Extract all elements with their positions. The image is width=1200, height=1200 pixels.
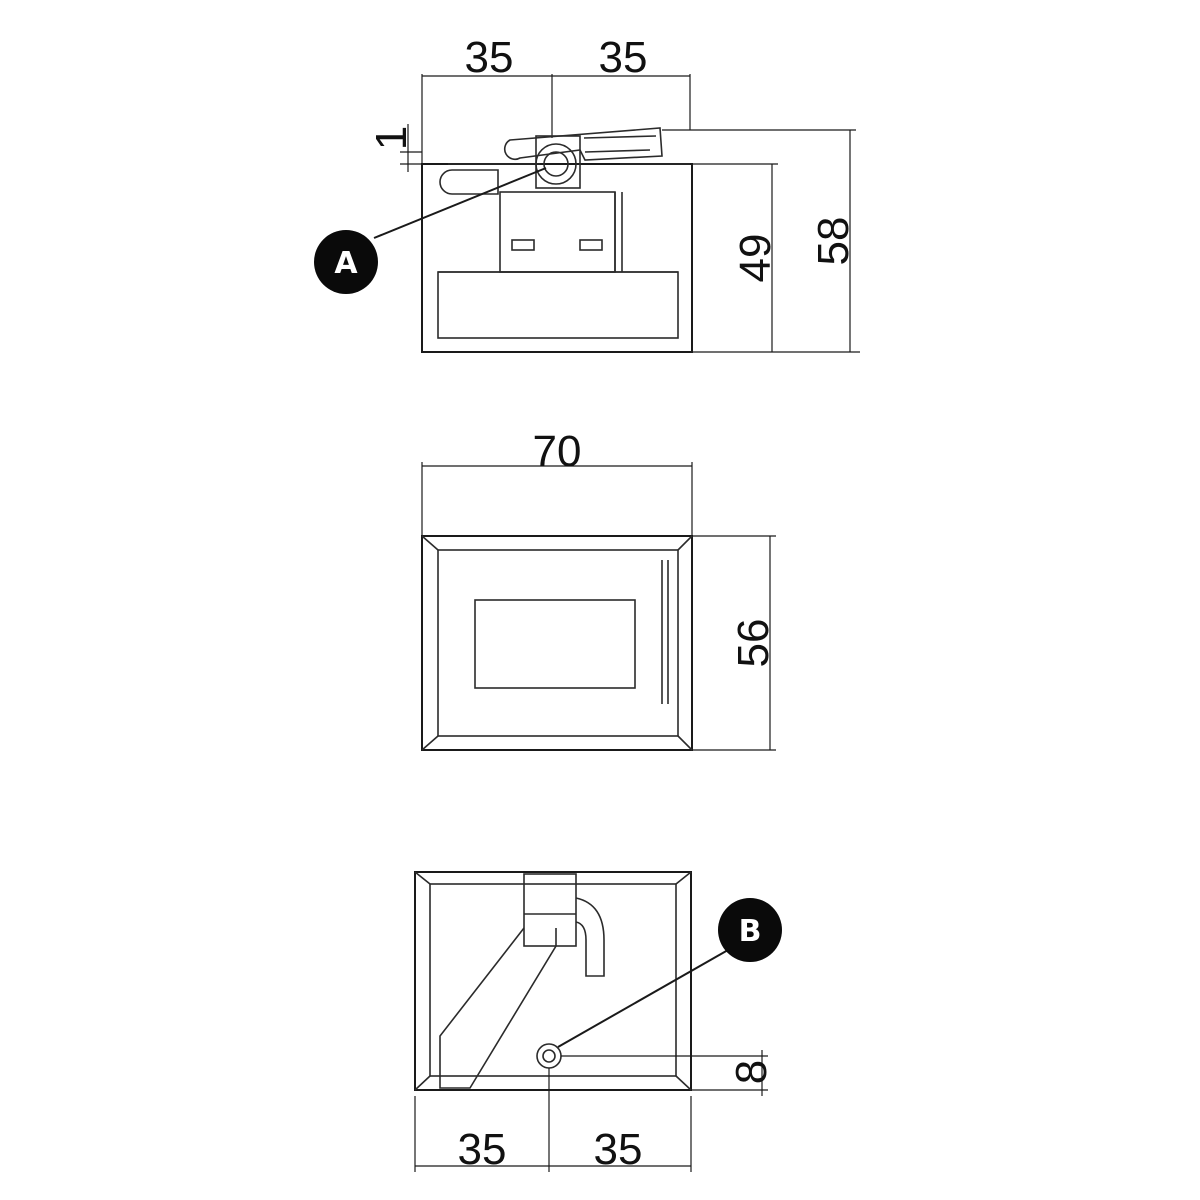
dim-total-height-58: 58 <box>809 217 858 266</box>
dim-body-height-49: 49 <box>731 234 780 283</box>
bottom-view: 8 35 35 B <box>414 871 782 1174</box>
connector-block <box>499 191 616 273</box>
lever-adapter <box>503 127 663 161</box>
bottom-view-body <box>414 871 692 1091</box>
mounting-hole-b <box>536 1043 562 1069</box>
dim-bottom-left: 35 <box>458 1125 507 1174</box>
front-view-body <box>421 535 693 751</box>
arm-diagonal <box>439 927 557 1089</box>
top-view: 35 35 1 49 58 <box>314 33 860 353</box>
arm-socket <box>523 873 577 947</box>
dim-hole-offset-8: 8 <box>727 1060 776 1084</box>
dim-bottom-right: 35 <box>594 1125 643 1174</box>
front-window <box>474 599 636 689</box>
callout-b-label: B <box>739 914 762 949</box>
callout-b-badge <box>718 898 782 962</box>
callout-a-label: A <box>334 246 358 281</box>
dim-offset-1: 1 <box>367 126 416 150</box>
dim-width-70: 70 <box>533 427 582 476</box>
callout-a-leader <box>373 167 547 239</box>
dim-top-left: 35 <box>465 33 514 82</box>
callout-b-leader <box>557 949 729 1048</box>
dim-top-right: 35 <box>599 33 648 82</box>
dim-height-56: 56 <box>729 619 778 668</box>
top-view-body <box>421 163 693 353</box>
callout-a-badge <box>314 230 378 294</box>
front-view: 70 56 <box>421 427 778 751</box>
